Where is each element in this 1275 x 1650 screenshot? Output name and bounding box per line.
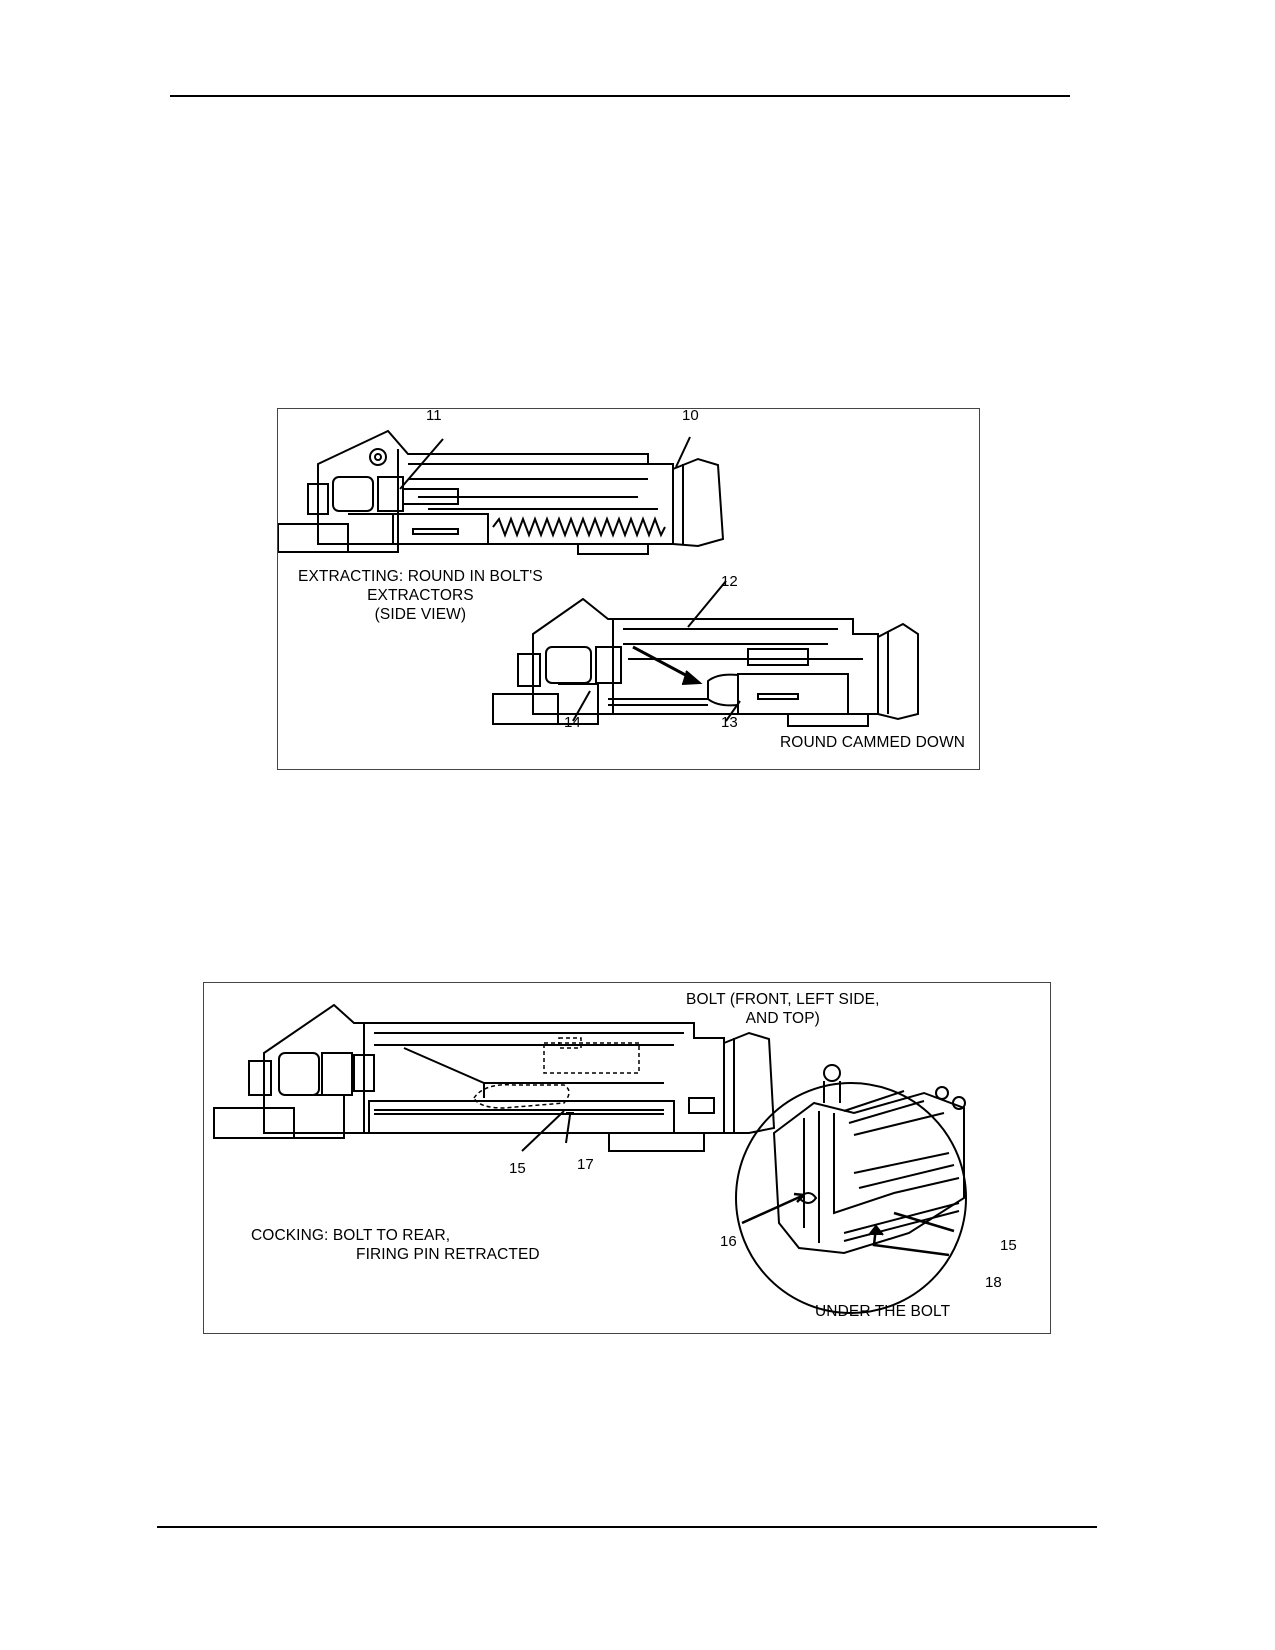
figure-extracting: 11 10 12 14 13 EXTRACTING: ROUND IN BOLT… — [277, 407, 980, 770]
caption-round-cammed-down: ROUND CAMMED DOWN — [780, 734, 966, 751]
caption-cocking: COCKING: BOLT TO REAR, FIRING PIN RETRAC… — [251, 1226, 540, 1264]
caption-extracting: EXTRACTING: ROUND IN BOLT'S EXTRACTORS (… — [298, 567, 543, 624]
caption-bolt: BOLT (FRONT, LEFT SIDE, AND TOP) — [686, 990, 880, 1028]
callout-15-left: 15 — [509, 1160, 526, 1177]
callout-14: 14 — [564, 714, 581, 731]
callout-10: 10 — [682, 407, 699, 424]
cocking-illustration — [213, 1003, 967, 1314]
callout-12: 12 — [721, 573, 738, 590]
callout-15-right: 15 — [1000, 1237, 1017, 1254]
callout-11: 11 — [426, 407, 442, 424]
callout-16: 16 — [720, 1233, 737, 1250]
extracting-illustration — [278, 429, 919, 727]
caption-extracting-line-1: EXTRACTING: ROUND IN BOLT'S — [298, 568, 543, 585]
caption-bolt-line-1: BOLT (FRONT, LEFT SIDE, — [686, 991, 880, 1008]
caption-extracting-line-3: (SIDE VIEW) — [374, 606, 467, 623]
caption-under-the-bolt: UNDER THE BOLT — [815, 1303, 951, 1320]
header-rule — [170, 95, 1070, 97]
caption-bolt-line-2: AND TOP) — [745, 1010, 820, 1027]
caption-extracting-line-2: EXTRACTORS — [367, 587, 474, 604]
footer-rule — [157, 1526, 1097, 1528]
figure-cocking: BOLT (FRONT, LEFT SIDE, AND TOP) 15 17 1… — [203, 982, 1051, 1334]
caption-cocking-line-2: FIRING PIN RETRACTED — [356, 1246, 540, 1263]
callout-13: 13 — [721, 714, 738, 731]
caption-cocking-line-1: COCKING: BOLT TO REAR, — [251, 1227, 451, 1244]
callout-18: 18 — [985, 1274, 1002, 1291]
callout-17: 17 — [577, 1156, 594, 1173]
